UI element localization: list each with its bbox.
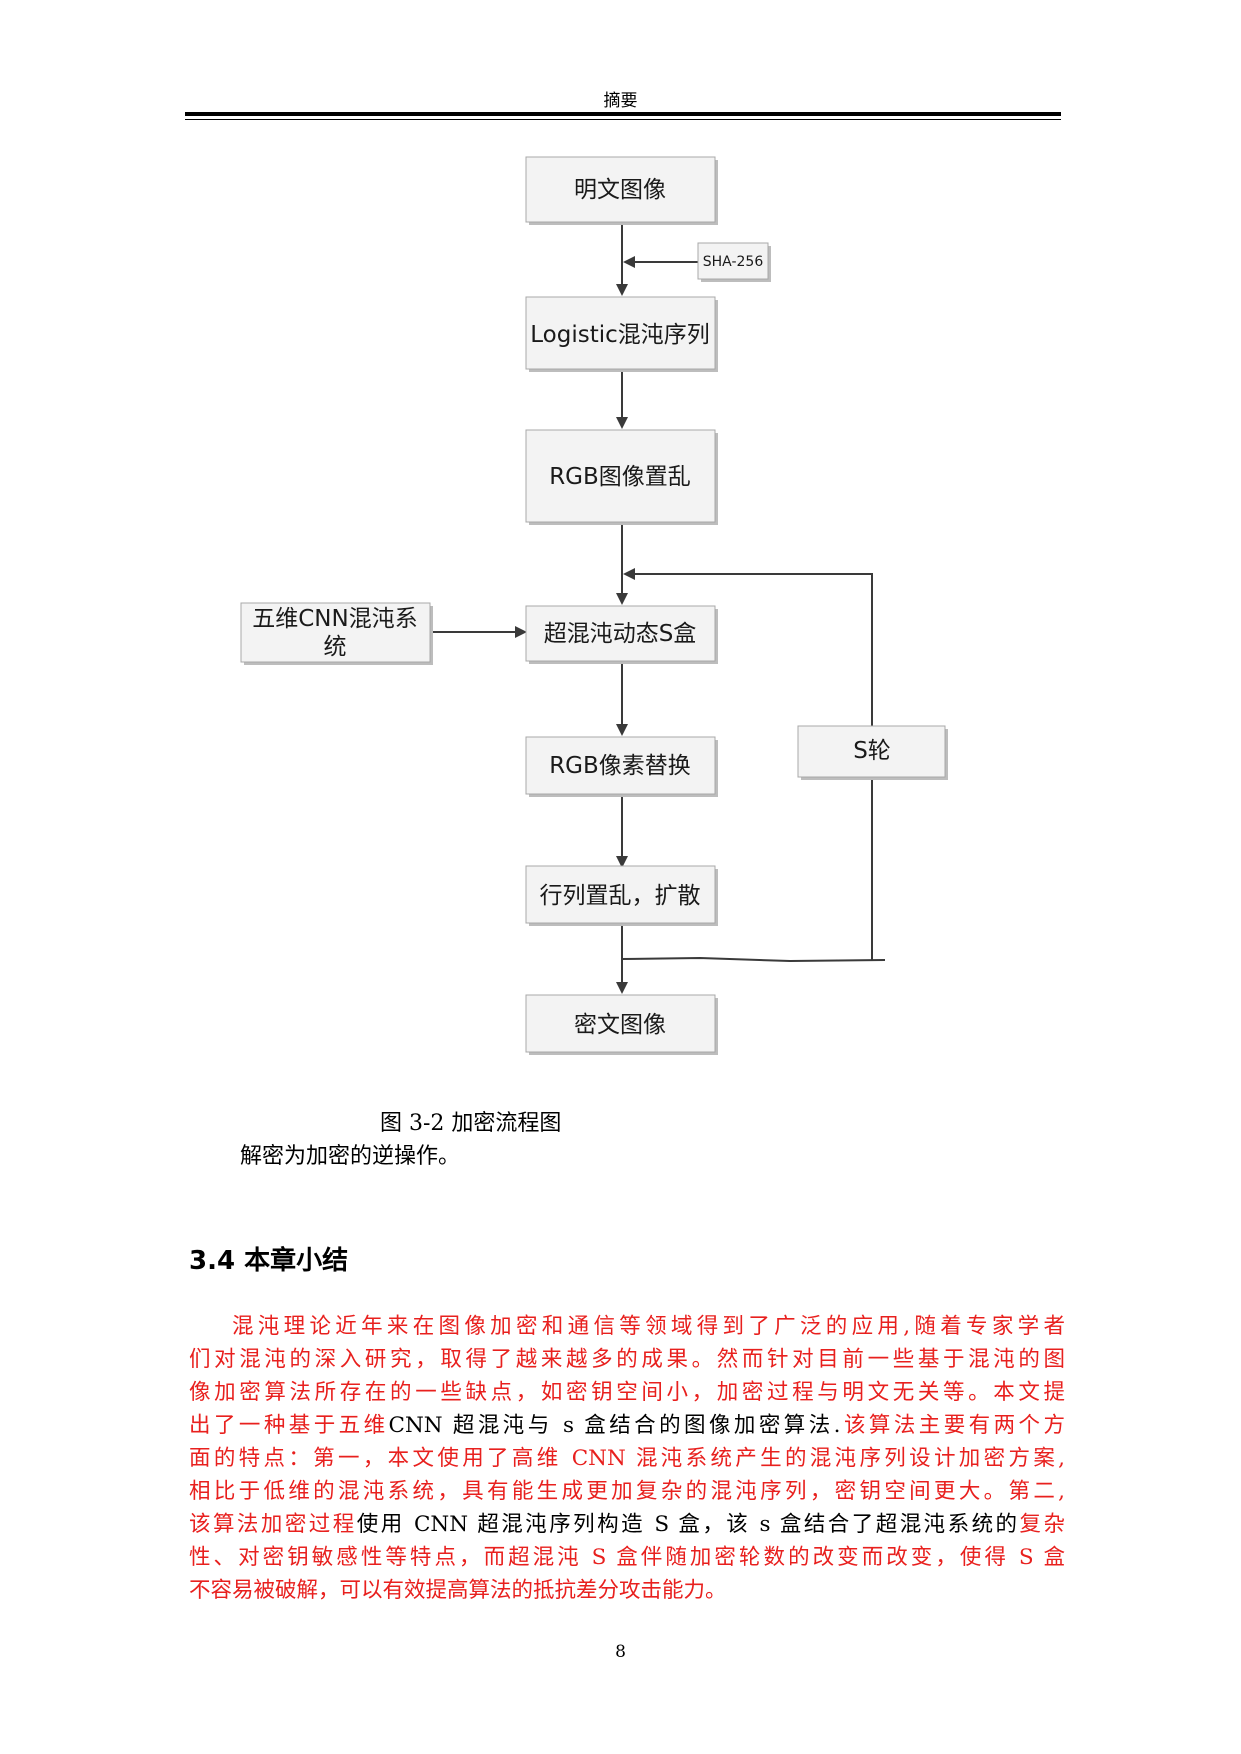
summary-line-4: 出了一种基于五维CNN 超混沌与 s 盒结合的图像加密算法.该算法主要有两个方 (189, 1409, 1065, 1442)
summary-line-1: 混沌理论近年来在图像加密和通信等领域得到了广泛的应用,随着专家学者 (232, 1314, 1065, 1339)
node-sha256: SHA-256 (697, 242, 771, 282)
node-row-col: 行列置乱，扩散 (525, 865, 718, 926)
node-cnn-system-label-line2: 统 (324, 634, 347, 660)
chapter-summary-paragraph: 混沌理论近年来在图像加密和通信等领域得到了广泛的应用,随着专家学者 们对混沌的深… (189, 1310, 1065, 1607)
node-logistic-label: Logistic混沌序列 (530, 322, 710, 348)
summary-line-4-part-3: 该算法主要有两个方 (840, 1413, 1065, 1438)
section-heading: 3.4 本章小结 (189, 1246, 349, 1276)
node-sha256-label: SHA-256 (703, 254, 764, 270)
page-number: 8 (615, 1642, 626, 1662)
summary-line-8: 性、对密钥敏感性等特点，而超混沌 S 盒伴随加密轮数的改变而改变，使得 S 盒 (189, 1545, 1065, 1570)
summary-line-6: 相比于低维的混沌系统，具有能生成更加复杂的混沌序列，密钥空间更大。第二, (189, 1479, 1065, 1504)
running-header-title: 摘要 (603, 91, 638, 111)
node-s-round: S轮 (797, 725, 948, 780)
node-plain-image: 明文图像 (525, 156, 718, 225)
node-rgb-substitute-label: RGB像素替换 (549, 753, 691, 779)
feedback-loop-line (623, 568, 873, 960)
summary-line-7-part-3: 复杂 (1019, 1512, 1065, 1537)
summary-line-7-part-1: 该算法加密过程 (189, 1512, 357, 1537)
summary-line-7: 该算法加密过程使用 CNN 超混沌序列构造 S 盒，该 s 盒结合了超混沌系统的… (189, 1508, 1065, 1541)
node-sbox-label: 超混沌动态S盒 (544, 621, 697, 647)
node-rgb-substitute: RGB像素替换 (525, 736, 718, 797)
node-cnn-system: 五维CNN混沌系 统 (240, 602, 433, 665)
node-rgb-scramble-label: RGB图像置乱 (549, 464, 691, 490)
summary-line-4-part-2: CNN 超混沌与 s 盒结合的图像加密算法. (388, 1413, 841, 1438)
node-cipher-image-label: 密文图像 (574, 1012, 666, 1038)
node-cipher-image: 密文图像 (525, 994, 718, 1055)
node-row-col-label: 行列置乱，扩散 (540, 883, 701, 909)
node-rgb-scramble: RGB图像置乱 (525, 429, 718, 525)
summary-line-2: 们对混沌的深入研究，取得了越来越多的成果。然而针对目前一些基于混沌的图 (189, 1347, 1065, 1372)
header-rule-thin (185, 119, 1061, 120)
node-cnn-system-label-line1: 五维CNN混沌系 (252, 606, 417, 632)
node-logistic: Logistic混沌序列 (525, 296, 718, 372)
feedback-bottom-line (621, 956, 886, 963)
summary-line-5: 面的特点：第一，本文使用了高维 CNN 混沌系统产生的混沌序列设计加密方案, (189, 1446, 1065, 1471)
summary-line-3: 像加密算法所存在的一些缺点，如密钥空间小，加密过程与明文无关等。本文提 (189, 1380, 1065, 1405)
node-plain-image-label: 明文图像 (574, 177, 666, 203)
summary-line-4-part-1: 出了一种基于五维 (189, 1413, 389, 1438)
summary-line-9: 不容易被破解，可以有效提高算法的抵抗差分攻击能力。 (189, 1578, 727, 1603)
node-s-round-label: S轮 (853, 738, 891, 764)
summary-line-7-part-2: 使用 CNN 超混沌序列构造 S 盒，该 s 盒结合了超混沌系统的 (356, 1512, 1020, 1537)
node-sbox: 超混沌动态S盒 (525, 605, 718, 664)
decrypt-note: 解密为加密的逆操作。 (240, 1144, 461, 1169)
header-rule-thick (185, 112, 1061, 116)
figure-caption: 图 3-2 加密流程图 (380, 1111, 562, 1136)
encryption-flowchart: 明文图像 SHA-256 Logistic混沌序列 RGB图像置乱 五维CNN混… (240, 156, 948, 1055)
